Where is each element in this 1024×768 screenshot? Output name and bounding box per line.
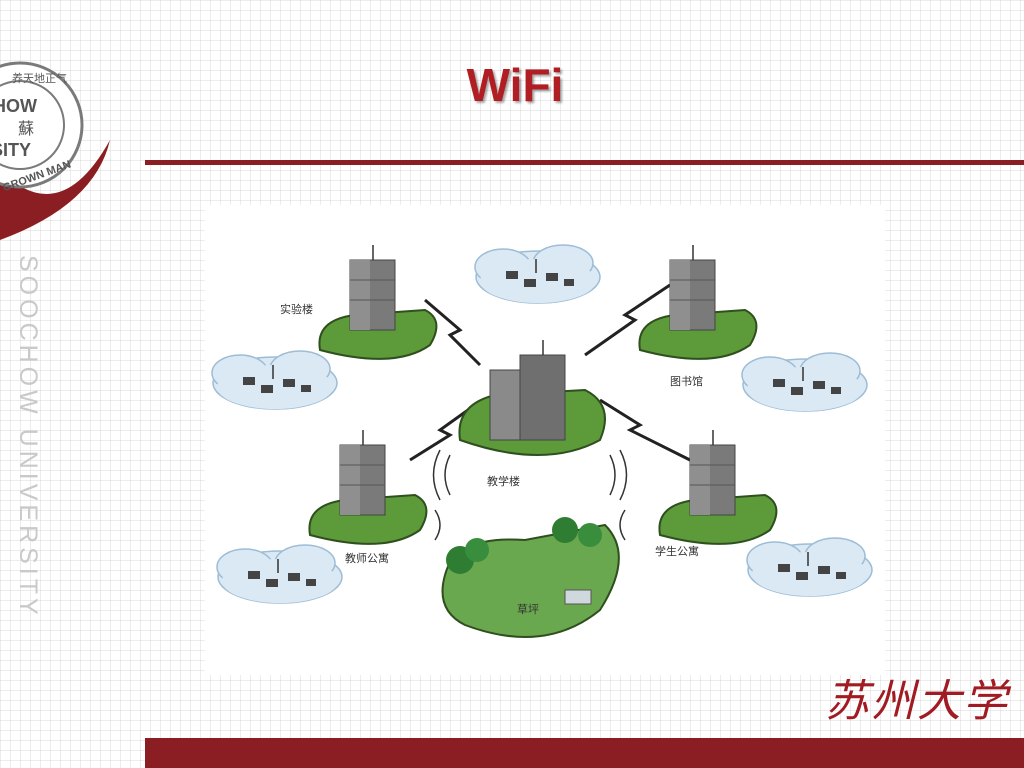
- building-teachers-apartment: [308, 429, 428, 545]
- cloud-bottom-right: [746, 537, 873, 597]
- footer-bar: [145, 738, 1024, 768]
- cloud-left: [211, 350, 338, 410]
- link-students-bolt: [599, 398, 691, 462]
- title-divider: [145, 160, 1024, 165]
- slide-title: WiFi: [466, 59, 564, 111]
- label-library: 图书馆: [670, 374, 703, 388]
- logo-ring-text-top: 养天地正气: [12, 71, 67, 85]
- link-teachers-bolt: [409, 403, 476, 462]
- label-teachers-apartment: 教师公寓: [345, 551, 389, 565]
- brand-calligraphy: 苏州大学: [825, 676, 1009, 727]
- cloud-top: [474, 244, 601, 304]
- cloud-bottom-left: [216, 544, 343, 604]
- building-teaching: [458, 340, 606, 456]
- university-logo: 养天地正气 GROWN MAN CHOW 蘇 RSITY: [0, 0, 130, 250]
- logo-center-line2: 蘇: [18, 119, 34, 138]
- label-students-apartment: 学生公寓: [655, 544, 699, 558]
- link-lab-bolt: [424, 298, 482, 367]
- logo-center-line1: CHOW: [0, 96, 37, 116]
- side-university-text: SOOCHOW UNIVERSITY: [14, 255, 42, 619]
- logo-inner-ring: [0, 80, 65, 170]
- building-lab: [318, 244, 438, 360]
- label-lawn: 草坪: [517, 603, 539, 616]
- building-students-apartment: [658, 429, 778, 545]
- wifi-waves: [432, 449, 628, 541]
- label-teaching: 教学楼: [487, 474, 520, 488]
- lawn-area: [441, 517, 620, 638]
- label-lab: 实验楼: [280, 302, 313, 316]
- building-library: [638, 244, 758, 360]
- logo-center-line3: RSITY: [0, 140, 31, 160]
- link-library-bolt: [584, 283, 671, 357]
- cloud-right: [741, 352, 868, 412]
- wifi-network-diagram: 实验楼 图书馆 教学楼 教师公寓 学生公寓 草坪: [205, 205, 885, 675]
- logo-swoosh: [0, 140, 110, 240]
